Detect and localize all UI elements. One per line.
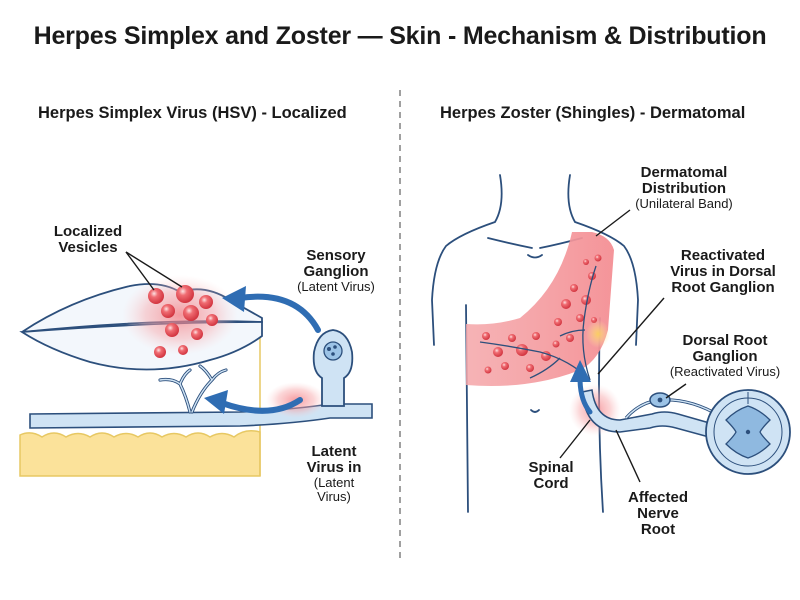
page-title: Herpes Simplex and Zoster — Skin - Mecha… <box>33 22 767 50</box>
hsv-vesicles <box>148 285 218 358</box>
dermatomal-distribution-label: Dermatomal Distribution (Unilateral Band… <box>616 164 752 212</box>
label-line: Virus in Dorsal <box>670 263 776 281</box>
label-line: Ganglion <box>303 263 369 281</box>
label-line: Virus in <box>306 459 362 477</box>
curved-arrow-icon <box>219 397 303 414</box>
label-line: Spinal <box>528 459 574 476</box>
label-line: Reactivated <box>680 247 766 264</box>
label-line: Dermatomal <box>640 164 728 181</box>
label-sub: Virus) <box>317 489 351 505</box>
spinal-cord-section <box>705 389 791 475</box>
localized-vesicles-label: Localized Vesicles <box>38 223 138 257</box>
label-line: Vesicles <box>58 239 118 257</box>
up-arrow-icon <box>570 360 591 382</box>
label-line: Latent <box>311 443 357 460</box>
drg-nucleus <box>657 397 663 403</box>
curved-arrow-icon <box>204 390 228 414</box>
label-sub: (Latent Virus) <box>297 279 375 295</box>
inflammation-glow <box>586 320 610 348</box>
label-line: Ganglion <box>692 348 758 366</box>
spinal-cord-label: Spinal Cord <box>516 459 586 493</box>
hsv-panel-title: Herpes Simplex Virus (HSV) - Localized <box>38 104 347 122</box>
curved-arrow-icon <box>222 286 246 312</box>
sensory-ganglion-label: Sensory Ganglion (Latent Virus) <box>276 247 396 295</box>
label-line: Distribution <box>641 180 727 198</box>
latent-virus-label: Latent Virus in (Latent Virus) <box>294 443 374 505</box>
label-sub: (Latent <box>313 475 355 491</box>
label-line: Nerve <box>637 505 679 523</box>
sensory-ganglion <box>312 329 354 407</box>
label-line: Root Ganglion <box>671 279 775 297</box>
label-line: Sensory <box>306 247 366 264</box>
label-sub: (Unilateral Band) <box>635 196 733 212</box>
vesicle-pointer <box>125 251 155 291</box>
zoster-pointers <box>559 209 687 483</box>
label-line: Dorsal Root <box>682 332 768 349</box>
label-line: Localized <box>53 223 123 240</box>
label-line: Affected <box>627 489 688 506</box>
label-sub: (Reactivated Virus) <box>669 364 781 380</box>
label-line: Cord <box>533 475 569 493</box>
curved-arrow-icon <box>237 293 321 333</box>
dorsal-root-ganglion-label: Dorsal Root Ganglion (Reactivated Virus) <box>660 332 790 380</box>
reactivated-virus-label: Reactivated Virus in Dorsal Root Ganglio… <box>656 247 790 297</box>
skin-layer <box>19 430 261 477</box>
label-line: Root <box>640 521 676 539</box>
affected-nerve-root-label: Affected Nerve Root <box>618 489 698 539</box>
vesicle-pointer <box>125 251 183 288</box>
zoster-panel-title: Herpes Zoster (Shingles) - Dermatomal <box>440 104 746 122</box>
zoster-vesicles <box>482 254 602 374</box>
dermatomal-band <box>466 232 614 386</box>
